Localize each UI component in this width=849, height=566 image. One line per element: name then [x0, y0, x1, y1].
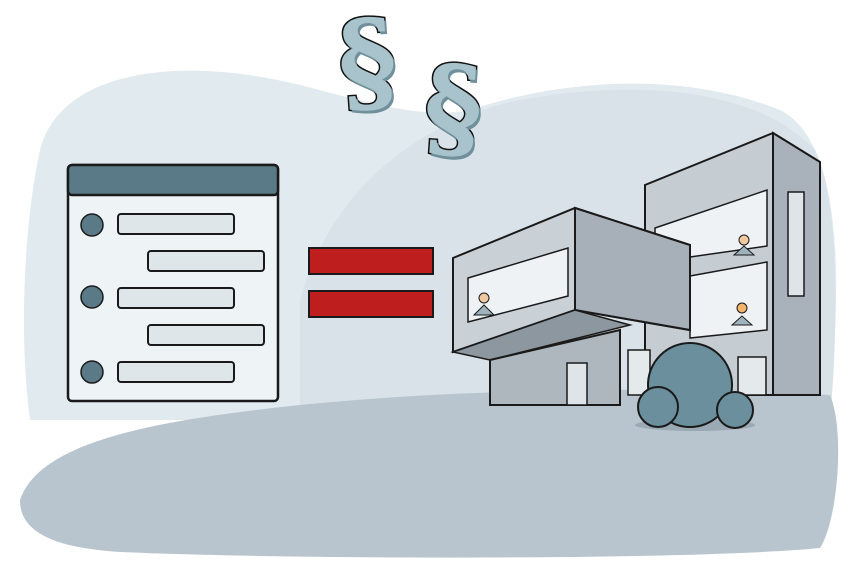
form-field	[147, 250, 265, 272]
section-sign-icon: §	[418, 39, 489, 177]
section-sign-icon: §	[332, 0, 403, 130]
form-bullet	[80, 213, 104, 237]
checklist-form-icon	[66, 163, 280, 403]
tree-icon	[635, 342, 755, 431]
form-bullet	[80, 285, 104, 309]
form-field	[117, 287, 235, 309]
form-field	[117, 361, 235, 383]
form-field	[117, 213, 235, 235]
form-field	[147, 324, 265, 346]
office-building-icon	[450, 131, 821, 406]
ground	[20, 389, 839, 558]
form-bullet	[80, 360, 104, 384]
equals-icon	[308, 247, 434, 318]
